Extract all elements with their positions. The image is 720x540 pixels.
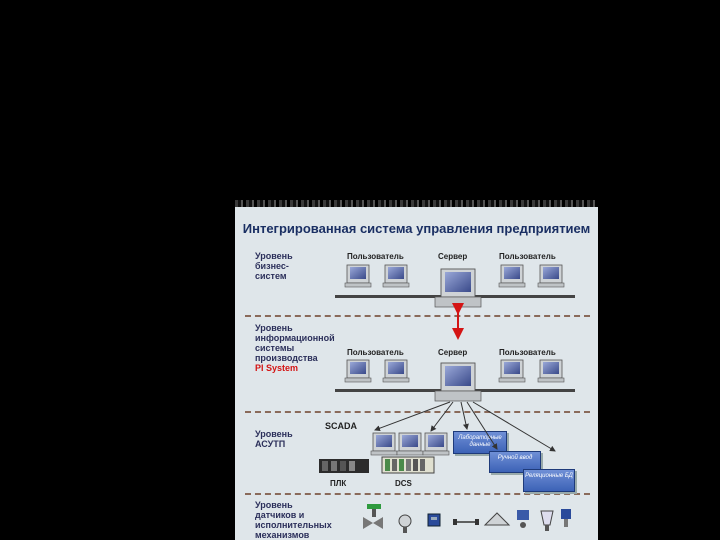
- server-label: Сервер: [438, 252, 468, 261]
- computer-icon: [537, 359, 565, 383]
- gauge-icon: [398, 514, 412, 533]
- computer-icon: [396, 432, 424, 456]
- level-business-label: Уровень бизнес-систем: [255, 251, 293, 281]
- level-separator: [245, 411, 590, 413]
- computer-icon: [498, 359, 526, 383]
- user-label: Пользователь: [499, 348, 556, 357]
- computer-icon: [344, 359, 372, 383]
- computer-icon: [422, 432, 450, 456]
- diagram-panel: Интегрированная система управления предп…: [235, 207, 598, 540]
- plc-label: ПЛК: [330, 479, 347, 488]
- actuator-icon: [561, 509, 571, 527]
- flow-sensor-icon: [453, 519, 479, 525]
- dcs-label: DCS: [395, 479, 412, 488]
- scada-label: SCADA: [325, 421, 358, 431]
- user-label: Пользователь: [347, 252, 404, 261]
- level-sensors-label: Уровень датчиков и исполнительных механи…: [255, 500, 332, 540]
- computer-icon: [382, 359, 410, 383]
- level-info-label: Уровень информационной системы производс…: [255, 323, 335, 373]
- computer-icon: [382, 264, 410, 288]
- temperature-sensor-icon: [540, 510, 554, 531]
- computer-icon: [498, 264, 526, 288]
- manual-input-box: Ручной ввод: [489, 451, 541, 473]
- level-asutp-label: Уровень АСУТП: [255, 429, 293, 449]
- panel-top-edge: [235, 200, 598, 208]
- level-separator: [245, 315, 590, 317]
- dcs-rack-icon: [381, 456, 435, 474]
- level-separator: [245, 493, 590, 495]
- transmitter-icon: [427, 513, 441, 527]
- relational-db-box: Реляционные БД: [523, 469, 575, 492]
- diagram-graphics: [319, 264, 571, 533]
- server-icon: [434, 268, 482, 308]
- pressure-sensor-icon: [517, 510, 529, 528]
- server-label: Сервер: [438, 348, 468, 357]
- computer-icon: [370, 432, 398, 456]
- pi-system-label: PI System: [255, 363, 299, 373]
- diagram-title: Интегрированная система управления предп…: [242, 221, 591, 236]
- level-sensor-icon: [483, 512, 511, 526]
- level-info-text: Уровень информационной системы производс…: [255, 323, 335, 363]
- valve-icon: [363, 504, 383, 529]
- plc-rack-icon: [319, 459, 369, 473]
- server-icon: [434, 362, 482, 402]
- computer-icon: [537, 264, 565, 288]
- user-label: Пользователь: [347, 348, 404, 357]
- user-label: Пользователь: [499, 252, 556, 261]
- computer-icon: [344, 264, 372, 288]
